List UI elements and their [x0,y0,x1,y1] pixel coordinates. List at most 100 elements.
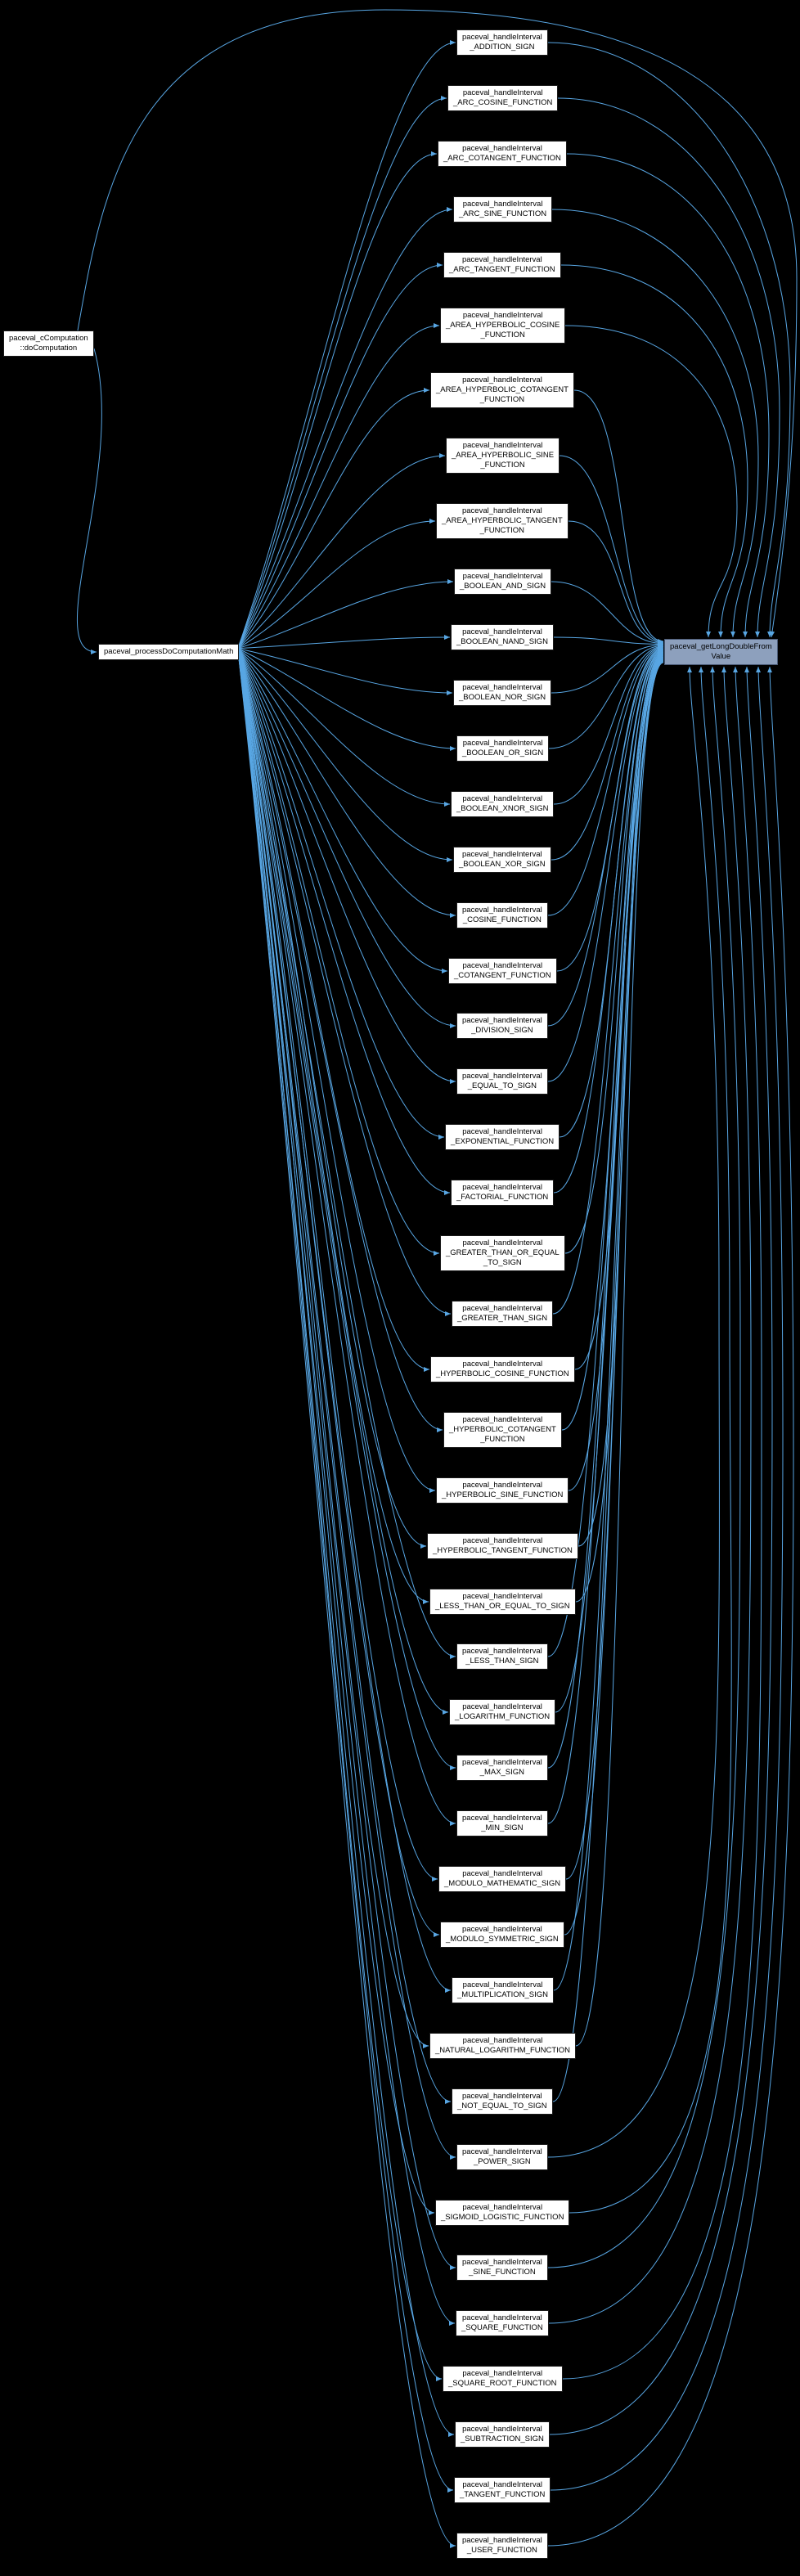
call-edge [238,657,456,2326]
call-edge [238,387,430,648]
node-handler-11[interactable]: paceval_handleInterval _BOOLEAN_NOR_SIGN [453,680,552,706]
call-edge [550,666,784,2491]
call-edge [238,206,453,647]
node-handler-33[interactable]: paceval_handleInterval _MODULO_SYMMETRIC… [440,1922,564,1948]
node-handler-3[interactable]: paceval_handleInterval _ARC_SINE_FUNCTIO… [453,196,553,223]
node-handler-40[interactable]: paceval_handleInterval _SQUARE_FUNCTION [456,2310,549,2336]
call-edge [565,657,664,1880]
node-handler-5[interactable]: paceval_handleInterval _AREA_HYPERBOLIC_… [440,308,566,344]
call-edge [238,650,456,1029]
call-edge [238,650,448,974]
node-handler-18[interactable]: paceval_handleInterval _EQUAL_TO_SIGN [456,1068,548,1095]
call-edge [548,643,664,749]
call-edge [238,452,446,648]
node-handler-10[interactable]: paceval_handleInterval _BOOLEAN_NAND_SIG… [451,624,554,650]
node-handler-17[interactable]: paceval_handleInterval _DIVISION_SIGN [456,1013,548,1039]
node-handler-31[interactable]: paceval_handleInterval _MIN_SIGN [456,1810,548,1836]
call-edge [552,650,664,1315]
call-edge [557,97,780,638]
node-handler-25[interactable]: paceval_handleInterval _HYPERBOLIC_SINE_… [436,1477,569,1504]
call-edge [238,654,438,1881]
call-edge [238,95,447,646]
call-edge [569,666,732,2214]
node-handler-24[interactable]: paceval_handleInterval _HYPERBOLIC_COTAN… [443,1412,562,1448]
node-handler-36[interactable]: paceval_handleInterval _NOT_EQUAL_TO_SIG… [452,2088,553,2115]
call-edge [238,654,456,1826]
node-handler-2[interactable]: paceval_handleInterval _ARC_COTANGENT_FU… [438,141,567,167]
node-handler-29[interactable]: paceval_handleInterval _LOGARITHM_FUNCTI… [449,1699,556,1725]
call-edge [551,644,664,861]
node-handler-9[interactable]: paceval_handleInterval _BOOLEAN_AND_SIGN [454,569,552,595]
node-handler-39[interactable]: paceval_handleInterval _SINE_FUNCTION [456,2255,548,2281]
node-handler-6[interactable]: paceval_handleInterval _AREA_HYPERBOLIC_… [430,372,574,408]
node-target-getlongdoublefromvalue[interactable]: paceval_getLongDoubleFrom Value [664,639,778,665]
node-handler-30[interactable]: paceval_handleInterval _MAX_SIGN [456,1755,548,1781]
call-edge [574,650,664,1370]
call-edge [553,644,664,805]
call-edge [549,666,773,2435]
node-handler-8[interactable]: paceval_handleInterval _AREA_HYPERBOLIC_… [436,503,569,539]
node-handler-27[interactable]: paceval_handleInterval _LESS_THAN_OR_EQU… [429,1589,576,1615]
node-handler-16[interactable]: paceval_handleInterval _COTANGENT_FUNCTI… [448,958,557,984]
call-edge [238,649,453,863]
node-handler-7[interactable]: paceval_handleInterval _AREA_HYPERBOLIC_… [446,438,560,474]
node-dispatcher-processdocomputationmath[interactable]: paceval_processDoComputationMath [98,644,240,660]
call-edge [238,654,449,1715]
node-handler-43[interactable]: paceval_handleInterval _TANGENT_FUNCTION [454,2477,551,2503]
call-edge [573,389,664,645]
node-handler-20[interactable]: paceval_handleInterval _FACTORIAL_FUNCTI… [451,1180,555,1206]
call-edge [568,520,664,645]
call-edge [238,655,452,1993]
node-handler-1[interactable]: paceval_handleInterval _ARC_COSINE_FUNCT… [447,85,559,111]
node-handler-0[interactable]: paceval_handleInterval _ADDITION_SIGN [456,29,548,56]
call-edge [568,652,664,1491]
call-edge [238,518,436,649]
node-caller-docomputation[interactable]: paceval_cComputation ::doComputation [3,330,94,357]
call-edge [238,658,454,2493]
call-edge [238,655,429,2048]
node-handler-19[interactable]: paceval_handleInterval _EXPONENTIAL_FUNC… [445,1124,560,1150]
node-handler-12[interactable]: paceval_handleInterval _BOOLEAN_OR_SIGN [456,735,550,762]
call-edge [238,654,456,1770]
call-edge [238,654,456,1659]
call-edge [547,666,794,2547]
node-handler-41[interactable]: paceval_handleInterval _SQUARE_ROOT_FUNC… [443,2366,563,2392]
call-edge [238,652,430,1372]
node-handler-21[interactable]: paceval_handleInterval _GREATER_THAN_OR_… [440,1235,565,1271]
call-edge [553,636,664,647]
node-handler-38[interactable]: paceval_handleInterval _SIGMOID_LOGISTIC… [435,2200,570,2226]
node-handler-28[interactable]: paceval_handleInterval _LESS_THAN_SIGN [456,1643,548,1670]
node-handler-34[interactable]: paceval_handleInterval _MULTIPLICATION_S… [452,1977,555,2003]
call-edge [561,651,664,1431]
node-handler-4[interactable]: paceval_handleInterval _ARC_TANGENT_FUNC… [443,252,561,278]
call-edge [547,666,741,2268]
call-edge [238,634,451,650]
call-edge [238,578,454,649]
call-edge [547,655,664,1769]
node-handler-44[interactable]: paceval_handleInterval _USER_FUNCTION [456,2533,548,2559]
call-edge [547,646,664,1027]
call-edge [551,642,664,694]
call-edge [566,153,770,638]
call-edge [77,9,798,638]
node-handler-32[interactable]: paceval_handleInterval _MODULO_MATHEMATI… [438,1866,567,1892]
node-handler-15[interactable]: paceval_handleInterval _COSINE_FUNCTION [456,902,548,928]
node-handler-22[interactable]: paceval_handleInterval _GREATER_THAN_SIG… [452,1301,554,1327]
call-edge [77,348,102,655]
call-edge [547,42,791,638]
node-handler-26[interactable]: paceval_handleInterval _HYPERBOLIC_TANGE… [427,1533,578,1559]
node-handler-23[interactable]: paceval_handleInterval _HYPERBOLIC_COSIN… [430,1356,575,1382]
call-edge [562,666,762,2380]
node-handler-14[interactable]: paceval_handleInterval _BOOLEAN_XOR_SIGN [453,847,551,873]
call-edge [238,649,451,807]
node-handler-13[interactable]: paceval_handleInterval _BOOLEAN_XNOR_SIG… [451,791,555,817]
node-handler-37[interactable]: paceval_handleInterval _POWER_SIGN [456,2144,548,2170]
call-edge [553,649,664,1194]
call-edge [547,645,664,916]
call-edge [238,151,438,646]
call-edge [238,648,456,752]
node-handler-35[interactable]: paceval_handleInterval _NATURAL_LOGARITH… [429,2033,577,2059]
call-edge [238,658,455,2437]
node-handler-42[interactable]: paceval_handleInterval _SUBTRACTION_SIGN [455,2421,550,2448]
